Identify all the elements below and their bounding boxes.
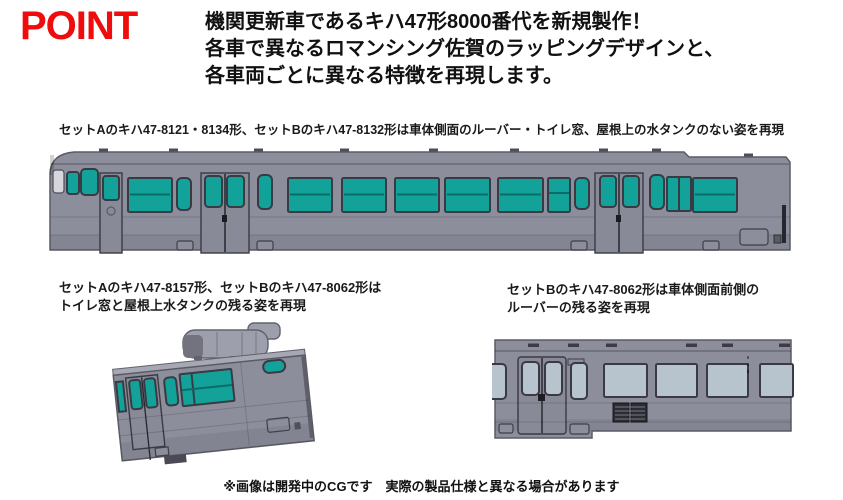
large-window-unit — [178, 368, 236, 408]
crew-door — [99, 172, 123, 254]
right-render-caption: セットBのキハ47-8062形は車体側面前側の ルーバーの残る姿を再現 — [507, 281, 759, 317]
main-render-caption: セットAのキハ47-8121・8134形、セットBのキハ47-8132形は車体側… — [59, 123, 784, 137]
roof-water-tank — [182, 322, 281, 360]
right-caption-line-1: セットBのキハ47-8062形は車体側面前側の — [507, 282, 760, 297]
car-body-perspective — [112, 348, 315, 465]
headline: 機関更新車であるキハ47形8000番代を新規製作！ 各車で異なるロマンシング佐賀… — [205, 9, 724, 90]
headline-line-2: 各車で異なるロマンシング佐賀のラッピングデザインと、 — [205, 38, 725, 60]
left-caption-line-1: セットAのキハ47-8157形、セットBのキハ47-8062形は — [59, 280, 382, 295]
rear-double-door — [124, 373, 166, 460]
cg-disclaimer: ※画像は開発中のCGです 実際の製品仕様と異なる場合があります — [223, 479, 620, 494]
front-double-door — [517, 356, 567, 435]
double-door-1 — [200, 172, 250, 254]
underbody-details — [176, 205, 786, 251]
roof-vents-closeup — [528, 343, 790, 347]
headline-line-3: 各車両ごとに異なる特徴を再現します。 — [205, 65, 563, 87]
double-door-2 — [594, 172, 644, 254]
left-caption-line-2: トイレ窓と屋根上水タンクの残る姿を再現 — [59, 298, 307, 313]
car-side-louver-render — [492, 339, 794, 439]
car-rear-water-tank-render — [112, 322, 315, 465]
toilet-window — [262, 358, 287, 374]
side-louver — [612, 402, 648, 423]
body-rivets — [747, 356, 749, 373]
window-band — [127, 174, 738, 213]
main-car-side-render — [49, 148, 791, 254]
headline-line-1: 機関更新車であるキハ47形8000番代を新規製作！ — [205, 11, 652, 33]
cab-end — [50, 155, 99, 196]
left-render-caption: セットAのキハ47-8157形、セットBのキハ47-8062形は トイレ窓と屋根… — [59, 279, 381, 315]
window-band-closeup — [603, 363, 794, 398]
roof-vents — [99, 148, 753, 158]
right-caption-line-2: ルーバーの残る姿を再現 — [507, 300, 650, 315]
point-label: POINT — [20, 4, 138, 48]
